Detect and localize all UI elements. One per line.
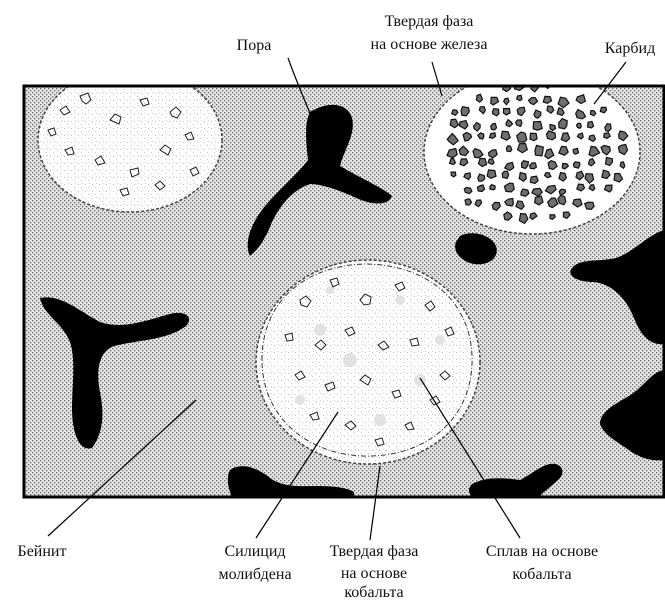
carbide-particle (548, 161, 557, 170)
iron-based-phase-region (424, 70, 640, 234)
carbide-particle (503, 109, 510, 116)
carbide-particle (561, 133, 569, 142)
carbide-particle (490, 133, 496, 138)
carbide-particle (535, 196, 543, 205)
carbide-particle (491, 123, 497, 130)
carbide-particle (502, 171, 509, 178)
carbide-particle (530, 163, 537, 169)
cobalt-based-phase-region (256, 260, 480, 464)
label-cobalt-phase-line-1: Твердая фаза (330, 543, 419, 560)
carbide-particle (547, 131, 556, 140)
label-cobalt-alloy-line-2: кобальта (512, 566, 571, 583)
carbide-particle (492, 109, 499, 116)
label-cobalt-phase-line-3: кобальта (344, 584, 403, 601)
label-silicide-line-1: Силицид (224, 543, 285, 560)
carbide-particle (590, 111, 595, 116)
label-carbide: Карбид (605, 40, 655, 57)
carbide-particle (517, 95, 522, 100)
carbide-particle (487, 170, 496, 178)
carbide-particle (535, 145, 543, 155)
label-iron-phase-line-2: на основе железа (371, 36, 488, 53)
carbide-particle (573, 162, 579, 168)
carbide-particle (516, 120, 522, 126)
carbide-particle (476, 94, 482, 102)
carbide-particle (600, 107, 606, 112)
carbide-particle (577, 123, 582, 128)
carbide-particle (534, 110, 541, 118)
carbide-particle (479, 158, 487, 166)
carbide-particle (530, 176, 538, 183)
carbide-particle (533, 122, 542, 131)
carbide-particle (478, 174, 485, 181)
carbide-particle (530, 133, 537, 140)
carbide-particle (604, 133, 610, 139)
label-cobalt-alloy-line-1: Сплав на основе (486, 543, 598, 560)
top-left-phase-region (38, 68, 222, 212)
label-pore: Пора (237, 37, 272, 54)
label-cobalt-phase-line-2: на основе (341, 565, 407, 582)
label-silicide-line-2: молибдена (218, 566, 291, 583)
carbide-particle (501, 131, 510, 140)
carbide-particle (450, 159, 456, 165)
carbide-particle (550, 125, 556, 131)
carbide-particle (519, 173, 526, 182)
carbide-particle (573, 148, 578, 154)
label-iron-phase-line-1: Твердая фаза (385, 13, 474, 30)
carbide-particle (451, 172, 456, 177)
carbide-particle (585, 202, 594, 209)
carbide-particle (588, 121, 594, 128)
carbide-particle (490, 185, 495, 190)
carbide-particle (465, 199, 472, 205)
carbide-particle (558, 195, 566, 205)
carbide-particle (464, 187, 472, 193)
label-bainite: Бейнит (18, 543, 67, 560)
carbide-particle (506, 146, 511, 152)
